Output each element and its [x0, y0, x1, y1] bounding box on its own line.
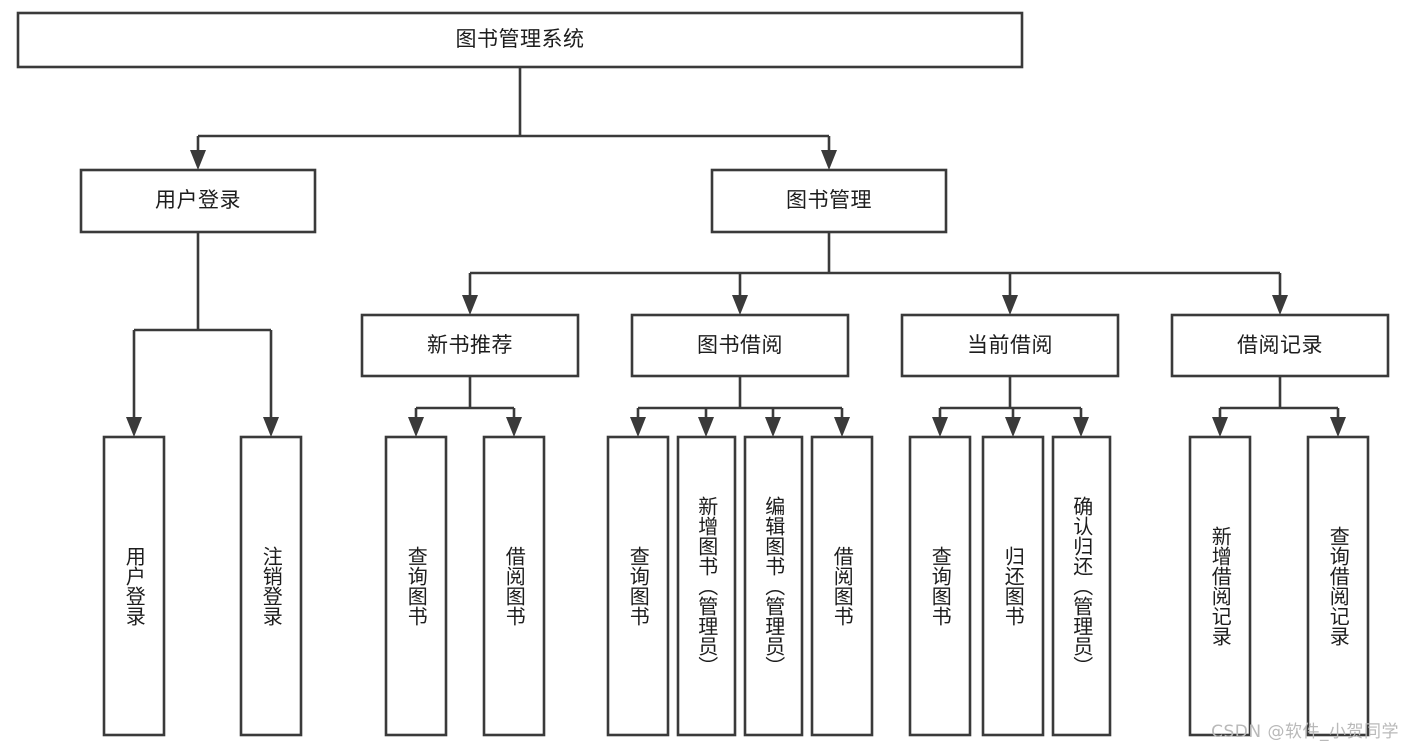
- connector-bookborrow-to-leaves: [630, 376, 850, 437]
- leaf-box-borrow-book-2[interactable]: [810, 435, 874, 737]
- box-root-system[interactable]: [16, 11, 1024, 69]
- leaf-box-query-book-2[interactable]: [606, 435, 670, 737]
- leaf-box-edit-book-admin[interactable]: [743, 435, 804, 737]
- csdn-watermark: CSDN @软件_小贺同学: [1211, 722, 1399, 742]
- box-book-management[interactable]: [710, 168, 948, 234]
- leaf-box-return-book[interactable]: [981, 435, 1045, 737]
- box-user-login[interactable]: [79, 168, 317, 234]
- leaf-box-confirm-return-admin[interactable]: [1051, 435, 1112, 737]
- leaf-box-borrow-book-1[interactable]: [482, 435, 546, 737]
- connector-bookmgmt-to-level3: [462, 232, 1288, 315]
- connector-userlogin-to-leaves: [126, 232, 279, 437]
- connector-root-to-level2: [190, 67, 837, 170]
- box-borrow-record[interactable]: [1170, 313, 1390, 378]
- leaf-box-query-borrow-record[interactable]: [1306, 435, 1370, 737]
- leaf-box-add-book-admin[interactable]: [676, 435, 737, 737]
- leaf-box-query-book-1[interactable]: [384, 435, 448, 737]
- leaf-box-add-borrow-record[interactable]: [1188, 435, 1252, 737]
- leaf-box-logout[interactable]: [239, 435, 303, 737]
- connector-currentborrow-to-leaves: [932, 376, 1089, 437]
- connector-borrowrecord-to-leaves: [1212, 376, 1346, 437]
- leaf-box-query-book-3[interactable]: [908, 435, 972, 737]
- box-book-borrow[interactable]: [630, 313, 850, 378]
- box-new-book-recommend[interactable]: [360, 313, 580, 378]
- box-current-borrow[interactable]: [900, 313, 1120, 378]
- connector-recommend-to-leaves: [408, 376, 522, 437]
- leaf-box-user-login[interactable]: [102, 435, 166, 737]
